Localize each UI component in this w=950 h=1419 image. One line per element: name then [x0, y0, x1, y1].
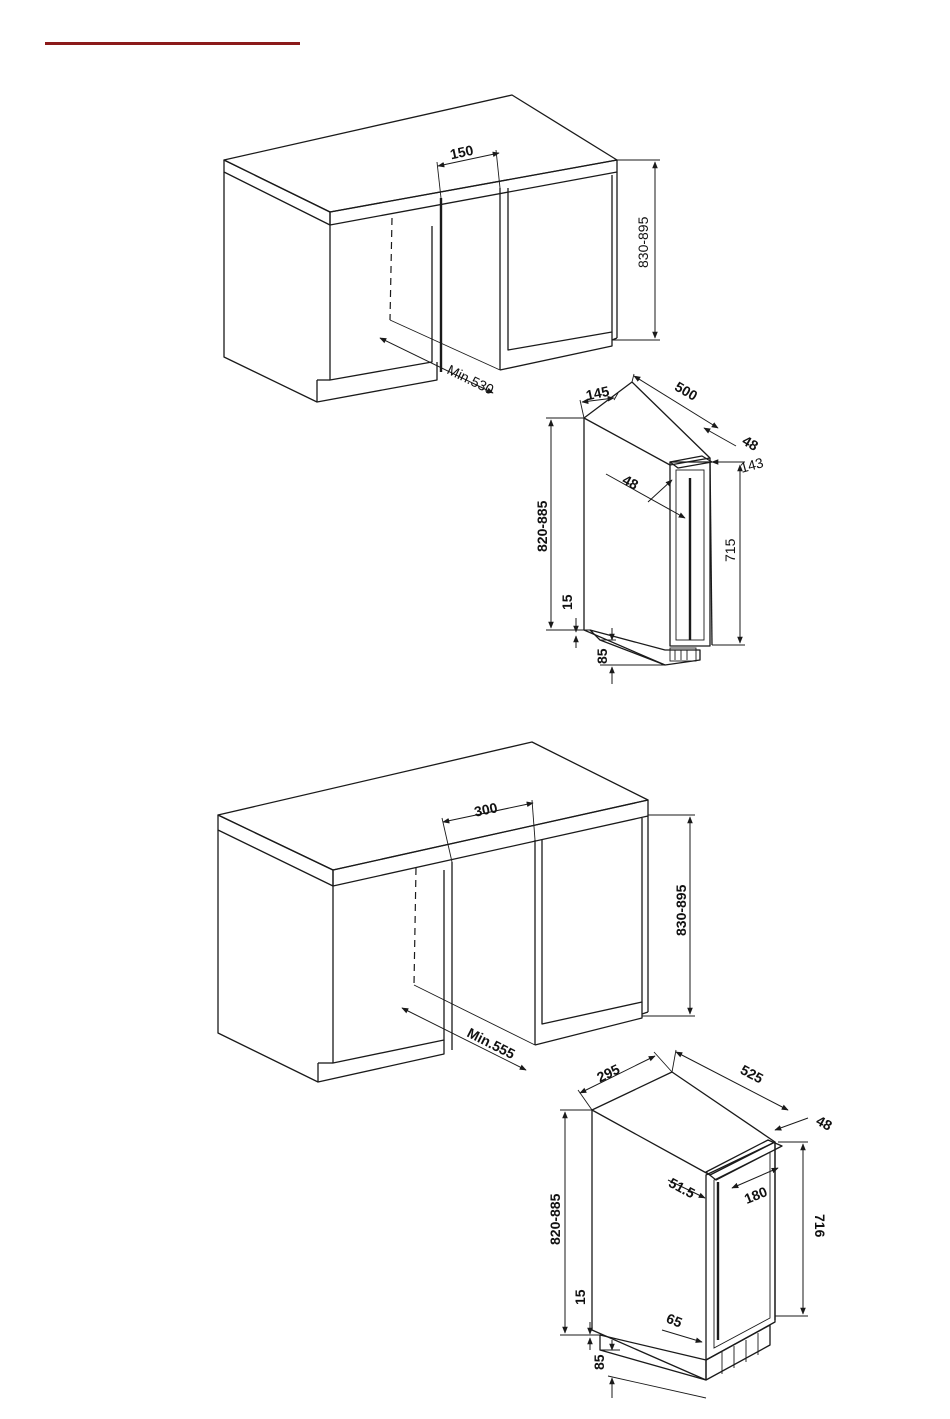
- bottom-base-gap-label: 15: [572, 1289, 588, 1305]
- bottom-gap-label: 300: [473, 799, 499, 820]
- top-cabinet: [224, 95, 617, 402]
- bottom-gap-dimension: 300: [442, 799, 535, 862]
- bottom-door-height-label: 716: [812, 1214, 828, 1238]
- bottom-handle-offset-label: 51.5: [666, 1174, 698, 1201]
- top-unit-length-label: 500: [672, 378, 700, 404]
- bottom-cabinet: [218, 742, 648, 1082]
- top-depth-label: Min.530: [445, 361, 497, 397]
- bottom-handle-width-label: 180: [742, 1183, 770, 1207]
- top-height-label: 830-895: [635, 216, 651, 268]
- top-unit-dimensions: 145 500 48 143 48 820-885 715 15 85: [534, 374, 765, 684]
- bottom-door-offset-label: 48: [814, 1112, 835, 1134]
- top-handle-width-label: 143: [738, 454, 765, 476]
- top-door-offset-label: 48: [740, 432, 762, 454]
- bottom-plinth-depth-label: 65: [664, 1310, 685, 1331]
- top-side-offset-label: 48: [620, 471, 641, 493]
- bottom-unit-length-label: 525: [738, 1061, 766, 1086]
- top-door-height-label: 715: [722, 538, 738, 562]
- top-base-gap-label: 15: [559, 594, 575, 610]
- bottom-height-label: 830-895: [673, 884, 689, 936]
- bottom-depth-dimension: Min.555: [402, 1008, 526, 1070]
- top-unit-height-label: 820-885: [534, 500, 550, 552]
- top-plinth-label: 85: [594, 648, 610, 664]
- bottom-unit: [592, 1072, 782, 1380]
- top-gap-dimension: 150: [437, 142, 500, 198]
- top-unit: [584, 382, 712, 665]
- bottom-plinth-height-label: 85: [591, 1354, 607, 1370]
- bottom-unit-depth-label: 295: [594, 1061, 622, 1086]
- bottom-unit-height-label: 820-885: [547, 1193, 563, 1245]
- top-height-dimension: 830-895: [612, 160, 660, 340]
- bottom-height-dimension: 830-895: [642, 815, 695, 1016]
- bottom-unit-dimensions: 295 525 48 51.5 180 820-885 716 15 65 85: [547, 1050, 835, 1398]
